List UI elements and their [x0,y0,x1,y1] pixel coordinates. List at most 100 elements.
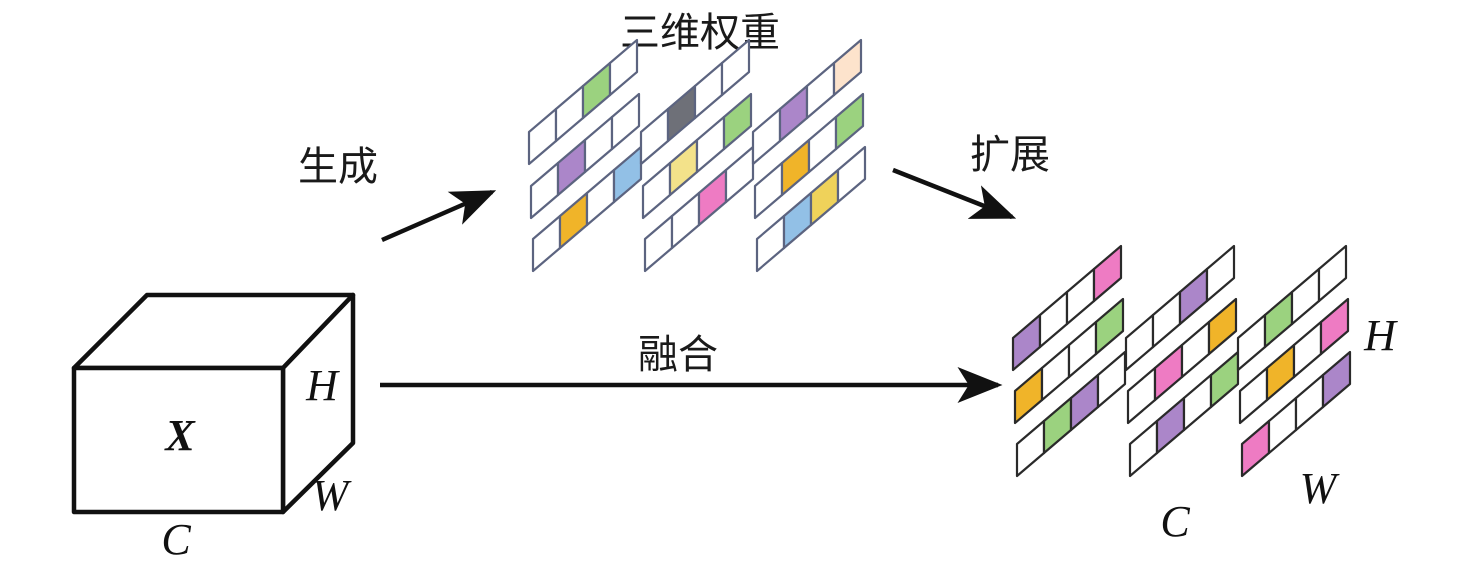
output-cell-purple [1155,396,1186,455]
weight-cell-white [724,145,755,204]
weight-cell-white [610,92,641,151]
output-strip [1240,350,1352,478]
weight-group [527,38,643,273]
weight-cell-white [670,191,701,250]
weight-strip [751,38,863,166]
weight-cell-peach [832,38,863,97]
weight-strip [529,92,641,220]
weight-strip [531,145,643,273]
output-cell-white [1290,267,1321,326]
cube-h-label: H [305,361,340,410]
weight-cell-white [554,84,585,143]
weight-cell-white [527,107,558,166]
output-strip [1011,244,1123,372]
weight-cell-pink [697,168,728,227]
output-cell-white [1151,290,1182,349]
output-strip [1238,297,1350,425]
weight-strip [755,145,867,273]
output-cell-pink [1092,244,1123,303]
output-cell-white [1236,313,1267,372]
weight-cell-green [581,61,612,120]
generate-label: 生成 [298,144,378,190]
weight-cell-white [529,161,560,220]
weight-cell-purple [556,138,587,197]
weight-cell-white [753,161,784,220]
output-cell-green [1094,297,1125,356]
weight-strip [641,92,753,220]
output-cell-pink [1240,419,1271,478]
output-cell-white [1205,244,1236,303]
output-cell-pink [1319,297,1350,356]
weight-strip [639,38,751,166]
output-cell-white [1182,373,1213,432]
weight-cell-blue [782,191,813,250]
weight-cell-white [583,115,614,174]
output-cell-white [1124,313,1155,372]
weight-cell-white [643,214,674,273]
output-cell-white [1015,419,1046,478]
output-group [1011,244,1127,478]
weights-grid [527,38,867,273]
cube-w-label: W [312,471,352,520]
weight-cell-gold [809,168,840,227]
output-c-label: C [1160,497,1190,546]
weight-cell-white [751,107,782,166]
weight-cell-white [693,61,724,120]
input-cube [71,292,356,515]
weight-cell-yellow [668,138,699,197]
output-strip [1128,350,1240,478]
output-cell-white [1128,419,1159,478]
weight-strip [527,38,639,166]
output-cell-green [1209,350,1240,409]
output-grid [1011,244,1352,478]
weight-cell-gray [666,84,697,143]
output-strip [1013,297,1125,425]
cube-x-label: X [163,411,196,460]
weight-strip [753,92,865,220]
output-cell-purple [1321,350,1352,409]
weight-cell-white [836,145,867,204]
output-cell-white [1292,320,1323,379]
output-cell-purple [1069,373,1100,432]
output-cell-white [1267,396,1298,455]
output-cell-green [1263,290,1294,349]
output-cell-white [1317,244,1348,303]
output-cell-purple [1011,313,1042,372]
weight-cell-purple [778,84,809,143]
output-group [1124,244,1240,478]
output-cell-white [1038,290,1069,349]
weight-cell-orange [558,191,589,250]
output-w-label: W [1300,464,1340,513]
output-cell-white [1096,350,1127,409]
weight-cell-white [720,38,751,97]
generate-arrow [381,189,497,243]
output-cell-green [1042,396,1073,455]
output-strip [1124,244,1236,372]
weight-group [639,38,755,273]
output-cell-white [1040,343,1071,402]
weight-cell-white [807,115,838,174]
weight-cell-blue [612,145,643,204]
weight-group [751,38,867,273]
weight-cell-white [641,161,672,220]
output-cell-white [1067,320,1098,379]
weight-cell-white [608,38,639,97]
cube-c-label: C [161,515,191,564]
output-cell-purple [1178,267,1209,326]
output-cell-white [1294,373,1325,432]
cube-front-face [71,365,286,515]
output-group [1236,244,1352,478]
output-cell-white [1180,320,1211,379]
output-strip [1126,297,1238,425]
output-cell-orange [1207,297,1238,356]
expand-arrow [892,167,1017,220]
weight-cell-green [834,92,865,151]
weight-cell-white [755,214,786,273]
weights-title: 三维权重 [620,10,780,56]
weight-cell-white [639,107,670,166]
output-cell-orange [1265,343,1296,402]
weight-cell-white [805,61,836,120]
fuse-label: 融合 [638,332,718,378]
weight-cell-white [695,115,726,174]
